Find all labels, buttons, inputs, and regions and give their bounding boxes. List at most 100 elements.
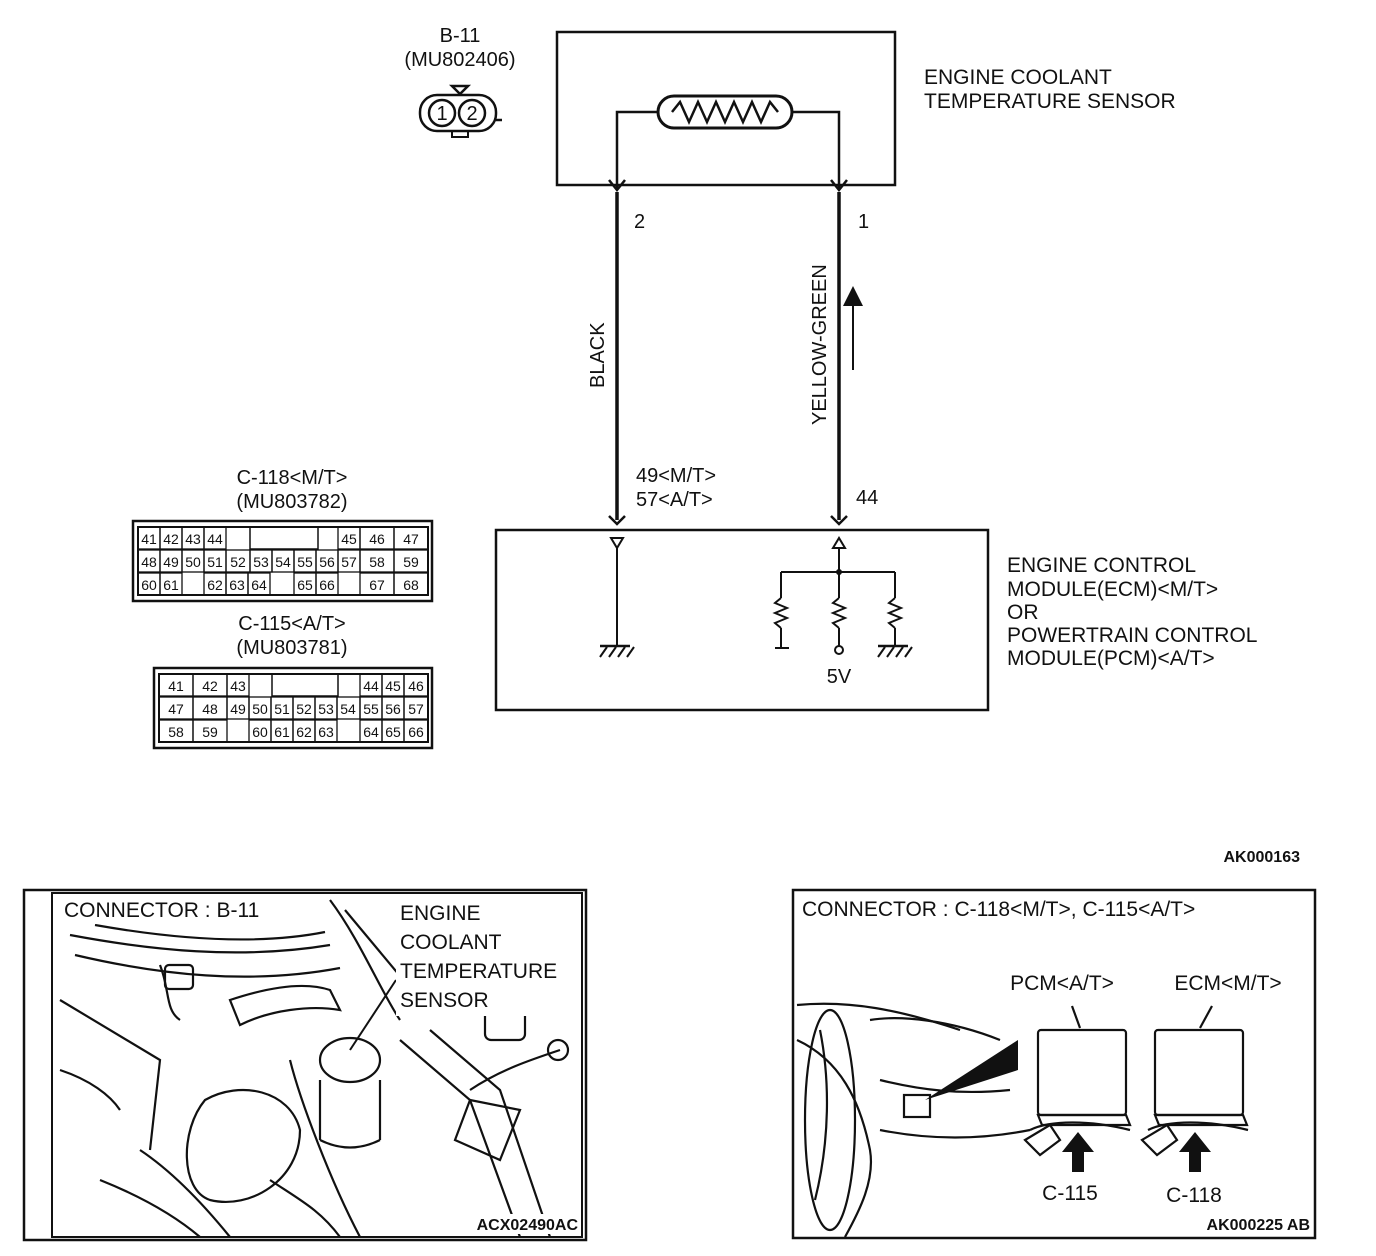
left-bottom-pin-at: 57<A/T> [636, 489, 713, 511]
pin-label: 42 [163, 531, 179, 547]
b11-pin-1: 1 [436, 103, 447, 125]
pin-label: 64 [251, 577, 267, 593]
pin-label: 42 [202, 678, 218, 694]
pin-label: 58 [168, 724, 184, 740]
pin-label: 51 [274, 701, 290, 717]
pin-label: 62 [296, 724, 312, 740]
pcm-module [1023, 1005, 1132, 1157]
pin-label: 65 [385, 724, 401, 740]
right-top-pin: 1 [858, 211, 869, 233]
pin-label: 44 [207, 531, 223, 547]
b11-id: B-11 [440, 25, 481, 47]
pin-label: 57 [341, 554, 357, 570]
wire-left [608, 179, 626, 526]
pin-label: 54 [340, 701, 356, 717]
sensor-label-line-1: ENGINE COOLANT [924, 66, 1112, 89]
sensor-box [555, 30, 897, 190]
c115-title: C-115<A/T> [238, 613, 345, 635]
c118-arrow-label: C-118 [1166, 1184, 1222, 1207]
c118-part: (MU803782) [236, 491, 347, 513]
pcm-label: PCM<A/T> [1010, 972, 1114, 995]
pin-label: 48 [141, 554, 157, 570]
pin-label: 41 [141, 531, 157, 547]
pin-label: 48 [202, 701, 218, 717]
pin-label: 60 [252, 724, 268, 740]
photo-left-code: ACX02490AC [477, 1217, 579, 1234]
c118-pinout [131, 519, 434, 603]
pin-label: 63 [229, 577, 245, 593]
pin-label: 63 [318, 724, 334, 740]
b11-pin-2: 2 [466, 103, 477, 125]
pin-label: 49 [230, 701, 246, 717]
photo-left-panel [22, 888, 588, 1242]
sensor-label-line-2: TEMPERATURE SENSOR [924, 90, 1176, 113]
b11-connector: B-11 (MU802406) 1 2 [404, 25, 516, 138]
pin-label: 46 [369, 531, 385, 547]
pin-label: 61 [274, 724, 290, 740]
pin-label: 56 [319, 554, 335, 570]
wire-right [830, 179, 848, 526]
pin-label: 45 [341, 531, 357, 547]
b11-part: (MU802406) [404, 49, 515, 71]
location-pointer [925, 1040, 1018, 1100]
callout-line-4: SENSOR [400, 989, 489, 1012]
pin-label: 50 [185, 554, 201, 570]
photo-right-code: AK000225 AB [1207, 1217, 1310, 1234]
pin-label: 60 [141, 577, 157, 593]
callout-line-2: COOLANT [400, 931, 502, 954]
pin-label: 66 [319, 577, 335, 593]
right-wire-color: YELLOW-GREEN [809, 264, 831, 425]
pin-label: 62 [207, 577, 223, 593]
pin-label: 58 [369, 554, 385, 570]
pin-label: 47 [168, 701, 184, 717]
pin-label: 68 [403, 577, 419, 593]
pin-label: 51 [207, 554, 223, 570]
pin-label: 66 [408, 724, 424, 740]
left-top-pin: 2 [634, 211, 645, 233]
pin-label: 53 [253, 554, 269, 570]
pin-label: 47 [403, 531, 419, 547]
engine-bay-illustration [59, 899, 570, 1238]
c115-pin-labels: 41 42 43 44 45 46 47 48 49 50 51 52 53 5… [168, 678, 424, 740]
c118-arrow [1179, 1132, 1211, 1172]
pin-label: 61 [163, 577, 179, 593]
callout-line-1: ENGINE [400, 902, 481, 925]
pin-label: 45 [385, 678, 401, 694]
ecm-label-line-2: MODULE(ECM)<M/T> [1007, 578, 1218, 601]
ecm-box [494, 528, 990, 712]
pin-label: 56 [385, 701, 401, 717]
photo-right-panel [791, 888, 1317, 1240]
ecm-label-line-1: ENGINE CONTROL [1007, 554, 1196, 577]
pin-label: 59 [403, 554, 419, 570]
photo-left-caption: CONNECTOR : B-11 [64, 899, 259, 922]
pin-label: 55 [297, 554, 313, 570]
ecm-module-label: ECM<M/T> [1174, 972, 1281, 995]
c115-pinout [152, 666, 434, 750]
pin-label: 41 [168, 678, 184, 694]
supply-voltage: 5V [827, 666, 852, 688]
pin-label: 52 [230, 554, 246, 570]
pin-label: 54 [275, 554, 291, 570]
pin-label: 50 [252, 701, 268, 717]
c118-title: C-118<M/T> [237, 467, 348, 489]
pin-label: 44 [363, 678, 379, 694]
pin-label: 64 [363, 724, 379, 740]
ecm-label-line-4: POWERTRAIN CONTROL [1007, 624, 1257, 647]
right-bottom-pin: 44 [856, 487, 878, 509]
pin-label: 43 [230, 678, 246, 694]
photo-right-caption: CONNECTOR : C-118<M/T>, C-115<A/T> [802, 898, 1195, 921]
pin-label: 57 [408, 701, 424, 717]
pin-label: 49 [163, 554, 179, 570]
pin-label: 43 [185, 531, 201, 547]
ecm-label-line-5: MODULE(PCM)<A/T> [1007, 647, 1215, 670]
pin-label: 53 [318, 701, 334, 717]
callout-line-3: TEMPERATURE [400, 960, 557, 983]
pin-label: 67 [369, 577, 385, 593]
pin-label: 46 [408, 678, 424, 694]
c115-arrow-label: C-115 [1042, 1182, 1098, 1205]
c118-pin-labels: 41 42 43 44 45 46 47 48 49 50 51 52 53 5… [141, 531, 419, 593]
ecm-module [1140, 1005, 1249, 1157]
diagram-code: AK000163 [1224, 849, 1301, 866]
pin-label: 59 [202, 724, 218, 740]
